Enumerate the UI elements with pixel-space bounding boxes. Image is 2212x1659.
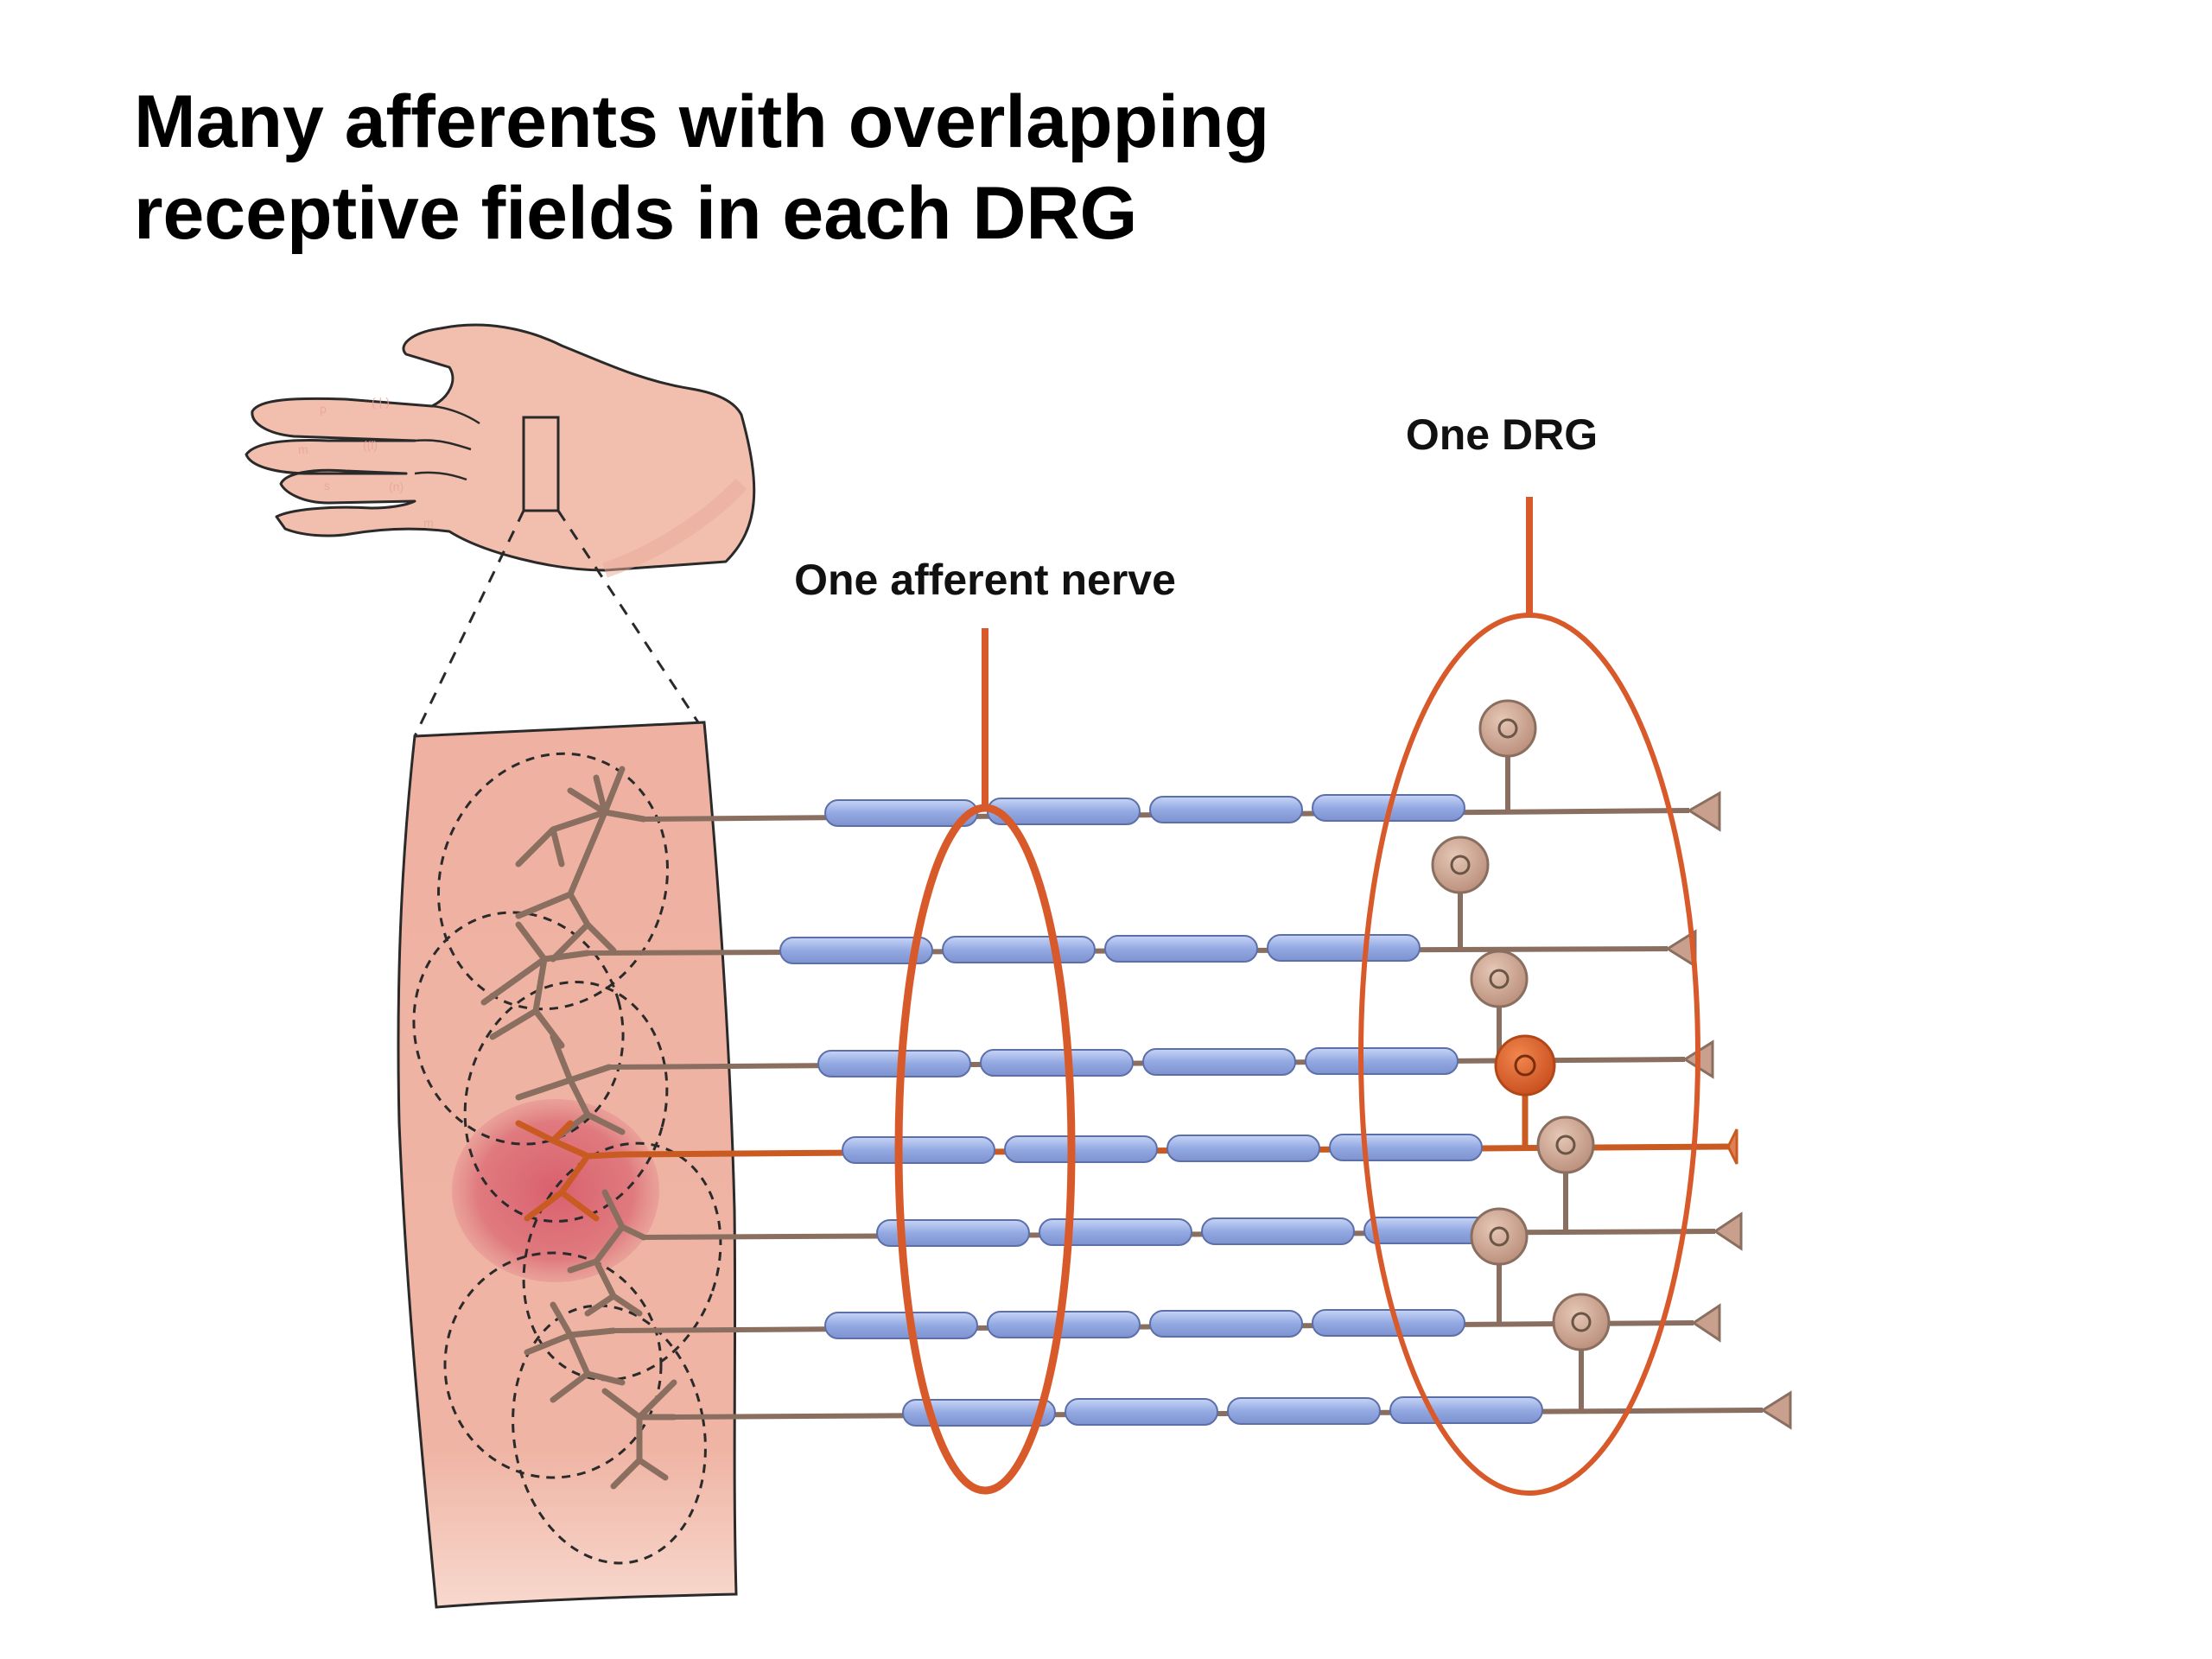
svg-text:p: p xyxy=(320,402,327,416)
nerve-endings xyxy=(480,766,677,1490)
hand-illustration: p ( | ) m ((l) s (n) m xyxy=(245,323,756,578)
afferent-axon xyxy=(643,1116,1743,1251)
svg-text:((l): ((l) xyxy=(363,438,378,452)
afferent-axon xyxy=(673,1293,1792,1430)
svg-text:(n): (n) xyxy=(389,480,404,493)
drg-label: One DRG xyxy=(1406,410,1598,459)
sensory-neuron-icon xyxy=(1536,1116,1595,1174)
afferent-axon xyxy=(643,699,1721,832)
slide-title: Many afferents with overlapping receptiv… xyxy=(134,76,1430,259)
svg-text:s: s xyxy=(324,479,330,493)
svg-text:m: m xyxy=(298,442,308,456)
afferent-axon xyxy=(613,1207,1721,1343)
afferent-nerve-callout: One afferent nerve xyxy=(794,556,1176,1495)
sensory-neuron-icon xyxy=(1552,1293,1611,1351)
svg-text:( | ): ( | ) xyxy=(372,395,390,409)
sensory-neuron-icon xyxy=(1470,1207,1529,1266)
active-sensory-neuron-icon xyxy=(1494,1034,1556,1096)
zoom-lines xyxy=(413,510,700,737)
svg-text:m: m xyxy=(423,516,434,530)
drg-callout: One DRG xyxy=(1358,410,1700,1496)
sensory-neuron-icon xyxy=(1470,950,1529,1008)
sensory-neuron-icon xyxy=(1478,699,1537,758)
highlighted-receptive-field xyxy=(452,1099,659,1282)
title-line-2: receptive fields in each DRG xyxy=(134,172,1138,255)
afferent-nerve-label: One afferent nerve xyxy=(794,556,1176,604)
axon-group xyxy=(587,699,1792,1430)
afferent-axon xyxy=(587,836,1697,969)
sensory-neuron-icon xyxy=(1431,836,1490,894)
title-line-1: Many afferents with overlapping xyxy=(134,80,1270,163)
